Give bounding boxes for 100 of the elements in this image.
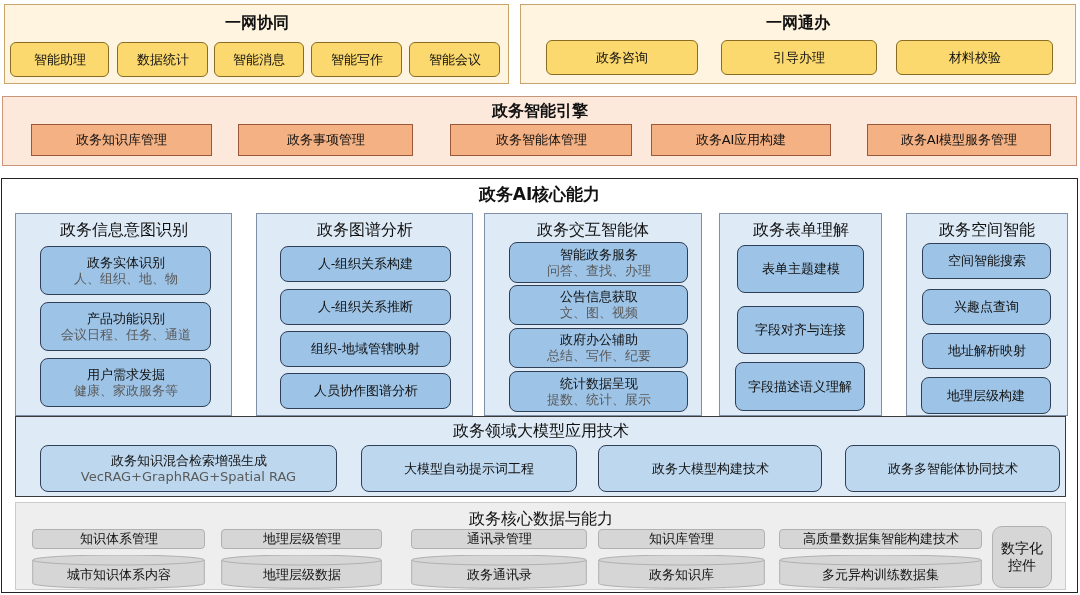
box-sublabel: 会议日程、任务、通道	[60, 326, 191, 343]
capability-panel	[719, 213, 882, 416]
database-cylinder	[221, 555, 382, 589]
database-cylinder	[411, 555, 587, 589]
technology-box	[361, 445, 577, 492]
capability-box	[280, 373, 451, 409]
capability-box	[411, 529, 587, 549]
box-label: 数字化控件	[1000, 540, 1044, 574]
box-label: 通讯录管理	[466, 531, 532, 547]
box-label: 知识体系管理	[79, 531, 158, 547]
box-label: 政务智能体管理	[495, 132, 587, 148]
capability-box	[280, 246, 451, 282]
box-label: 城市知识体系内容	[66, 567, 171, 583]
technology-box	[598, 445, 822, 492]
box-label: 表单主题建模	[761, 261, 840, 277]
capability-box	[598, 529, 765, 549]
capability-box	[10, 42, 109, 77]
capability-box	[280, 331, 451, 367]
box-sublabel: 问答、查找、办理	[546, 262, 651, 279]
capability-box	[409, 42, 500, 77]
capability-box	[737, 306, 864, 354]
panel-title: 政务信息意图识别	[58, 220, 189, 241]
module-box	[31, 124, 212, 156]
box-sublabel: VecRAG+GraphRAG+Spatial RAG	[80, 468, 297, 485]
box-label: 地理层级构建	[947, 387, 1025, 404]
box-label: 政务知识库管理	[76, 132, 167, 148]
capability-box	[921, 377, 1051, 414]
capability-box	[721, 40, 877, 75]
box-label: 引导办理	[773, 49, 825, 66]
capability-box	[40, 246, 211, 295]
box-label: 知识库管理	[649, 531, 714, 547]
panel-title: 政务AI核心能力	[477, 183, 602, 206]
capability-box	[735, 362, 865, 411]
box-label: 政务AI模型服务管理	[900, 132, 1018, 148]
box-label: 人员协作图谱分析	[313, 383, 418, 399]
capability-box	[922, 243, 1051, 279]
capability-box	[311, 42, 402, 77]
panel-title: 政务空间智能	[938, 220, 1036, 241]
box-label: 多元异构训练数据集	[822, 567, 939, 583]
box-label: 政务知识混合检索增强生成	[110, 452, 267, 469]
capability-box	[221, 529, 382, 549]
database-cylinder	[779, 555, 982, 589]
capability-box	[509, 285, 688, 325]
box-label: 智能写作	[330, 51, 383, 68]
box-label: 政务咨询	[596, 49, 648, 66]
database-cylinder	[32, 555, 205, 589]
capability-panel	[15, 213, 232, 416]
control-box	[992, 526, 1052, 588]
capability-box	[896, 40, 1053, 75]
box-label: 地理层级数据	[262, 567, 341, 583]
box-label: 政务多智能体协同技术	[887, 460, 1018, 477]
box-label: 智能消息	[233, 51, 285, 68]
box-sublabel: 人、组织、地、物	[73, 270, 178, 287]
box-label: 字段描述语义理解	[748, 378, 852, 395]
box-label: 材料校验	[948, 49, 1001, 66]
box-label: 高质量数据集智能构建技术	[802, 531, 959, 547]
box-sublabel: 文、图、视频	[559, 305, 638, 321]
group-panel	[4, 4, 509, 84]
box-label: 政务知识库	[649, 567, 714, 583]
capability-box	[40, 358, 211, 407]
database-cylinder	[598, 555, 765, 589]
capability-panel	[484, 213, 702, 416]
capability-panel	[256, 213, 473, 416]
box-label: 人-组织关系构建	[317, 256, 414, 272]
capability-box	[40, 302, 211, 351]
box-label: 字段对齐与连接	[755, 322, 846, 338]
panel-title: 一网通办	[765, 13, 831, 34]
panel-title: 政务交互智能体	[536, 220, 650, 241]
panel-title: 政务智能引擎	[490, 101, 589, 122]
box-label: 空间智能搜索	[947, 253, 1026, 269]
box-label: 政务事项管理	[286, 132, 365, 148]
box-label: 政务大模型构建技术	[651, 460, 769, 477]
group-panel	[520, 4, 1076, 84]
box-label: 人-组织关系推断	[317, 299, 414, 315]
capability-box	[779, 529, 982, 549]
box-label: 兴趣点查询	[954, 299, 1019, 315]
capability-box	[922, 333, 1051, 369]
capability-box	[737, 245, 864, 293]
box-label: 数据统计	[136, 51, 189, 68]
module-box	[238, 124, 413, 156]
box-label: 统计数据呈现	[559, 375, 638, 392]
box-label: 用户需求发掘	[86, 366, 165, 383]
box-label: 政务实体识别	[86, 254, 165, 271]
technology-box	[40, 445, 337, 492]
box-label: 智能政务服务	[559, 246, 638, 263]
box-label: 政务通讯录	[466, 567, 532, 583]
box-label: 地址解析映射	[947, 343, 1026, 359]
box-label: 组织-地域管辖映射	[311, 341, 420, 357]
layer-panel	[1, 178, 1078, 593]
box-sublabel: 健康、家政服务等	[73, 382, 178, 399]
box-label: 大模型自动提示词工程	[404, 460, 534, 477]
panel-title: 政务表单理解	[751, 220, 850, 241]
capability-box	[509, 328, 688, 368]
module-box	[867, 124, 1051, 156]
box-label: 智能助理	[33, 51, 86, 68]
box-sublabel: 总结、写作、纪要	[546, 348, 651, 364]
panel-title: 政务图谱分析	[315, 220, 414, 241]
capability-box	[546, 40, 698, 75]
capability-box	[32, 529, 205, 549]
layer-panel	[2, 96, 1077, 166]
